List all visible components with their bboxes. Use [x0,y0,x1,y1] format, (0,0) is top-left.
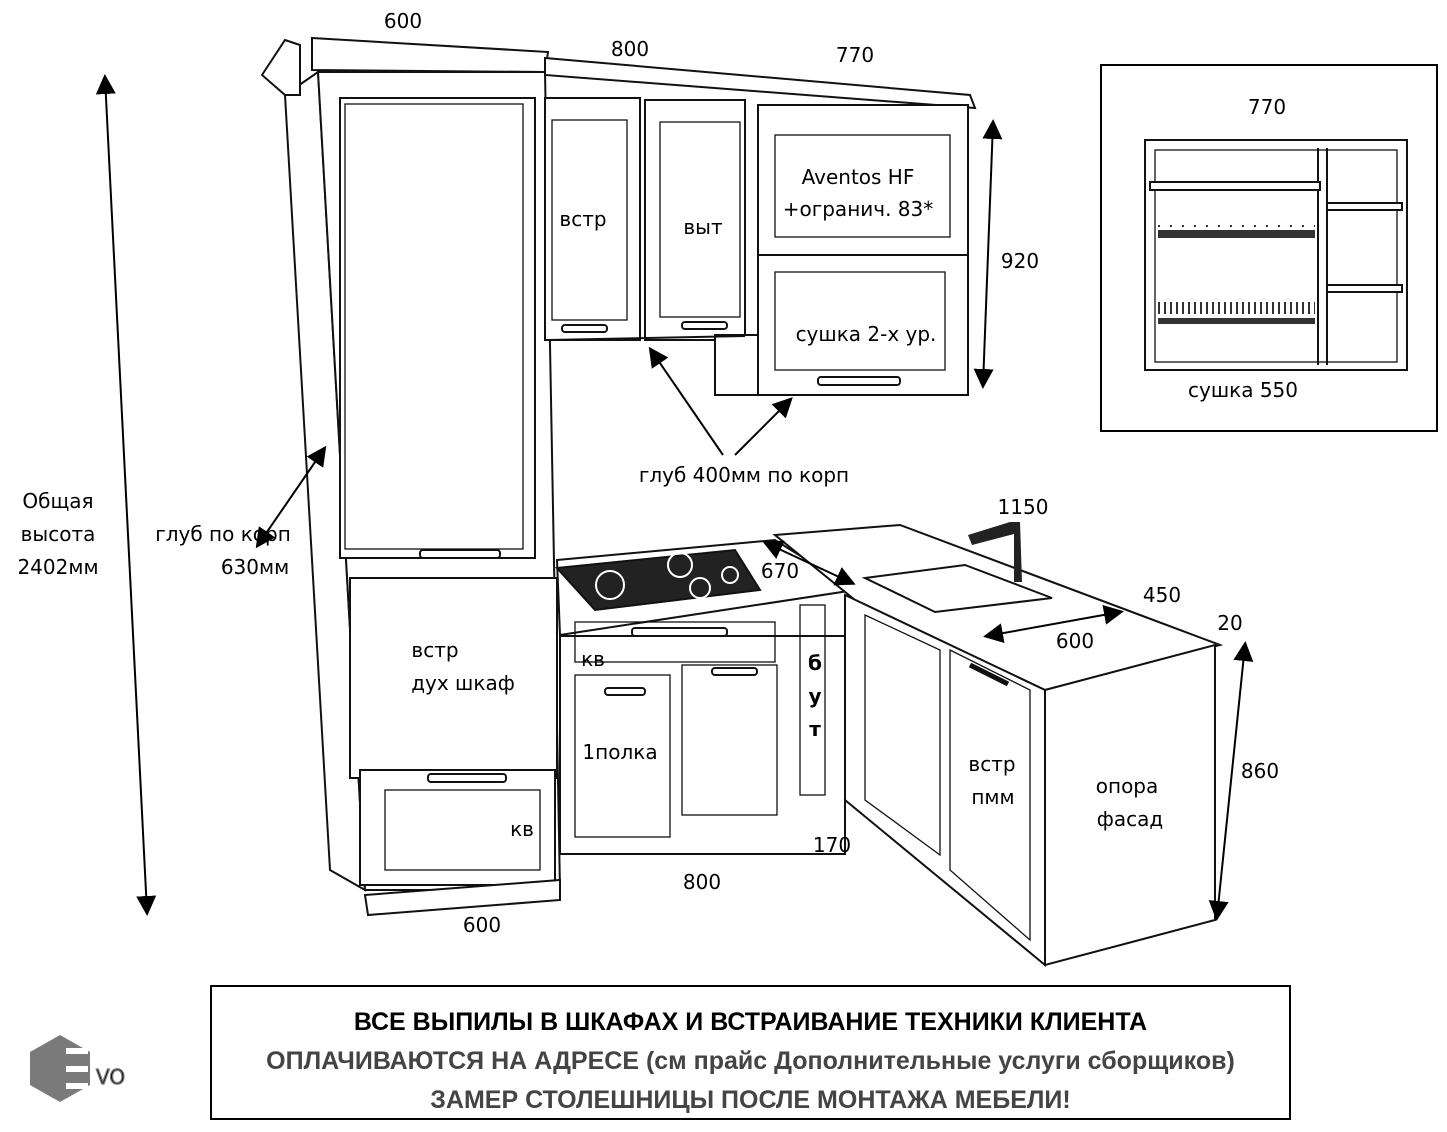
label-bottle-3: т [809,717,821,741]
handle [711,667,758,676]
dim-filler-width: 170 [813,833,851,857]
notice-line-2: ОПЛАЧИВАЮТСЯ НА АДРЕСЕ (см прайс Дополни… [266,1047,1235,1075]
inset-width: 770 [1248,95,1286,119]
dim-upper-mid-width: 800 [611,37,649,61]
dim-total-height-3: 2402мм [17,555,98,579]
handle [631,627,728,637]
label-shelf: 1полка [582,740,657,764]
upper-right-cabinet [757,104,969,396]
upper-door-mid [644,99,746,341]
drawer-top [574,621,776,663]
handle [817,376,901,386]
handle [419,549,501,559]
bottle-rack [799,604,826,796]
upper-cabinets [544,56,977,396]
dimension-arrows [95,74,1254,921]
base-door-left [574,674,671,838]
dim-countertop-depth: 670 [761,559,799,583]
label-dryer: сушка 2-х ур. [796,322,937,346]
dim-upper-right-width: 770 [836,43,874,67]
label-dishwasher-1: встр [968,752,1015,776]
handle [681,321,728,330]
inset-caption: сушка 550 [1188,378,1298,402]
notice-box: ВСЕ ВЫПИЛЫ В ШКАФАХ И ВСТРАИВАНИЕ ТЕХНИК… [210,985,1291,1120]
dishwasher-door [949,648,1031,942]
label-upper-left: встр [559,207,606,231]
label-support-1: опора [1096,774,1159,798]
dim-upper-height: 920 [1001,249,1039,273]
dim-base-mid-width: 800 [683,870,721,894]
notice-line-3: ЗАМЕР СТОЛЕШНИЦЫ ПОСЛЕ МОНТАЖА МЕБЕЛИ! [430,1086,1071,1114]
plinth [363,878,561,917]
notice-line-1: ВСЕ ВЫПИЛЫ В ШКАФАХ И ВСТРАИВАНИЕ ТЕХНИК… [353,1008,1148,1036]
tall-upper-door [339,97,536,559]
upper-door-left [544,97,641,341]
label-upper-mid: выт [683,215,723,239]
label-drawer-kv-bottom: кв [510,817,534,841]
logo-text: VO [96,1065,125,1089]
inset-frame [1100,64,1438,432]
label-bottle-1: б [808,651,822,675]
dim-right-width: 450 [1143,583,1181,607]
dim-tall-bottom-width: 600 [463,913,501,937]
dim-sink-width: 600 [1056,629,1094,653]
tall-cabinet [260,36,562,917]
handle [427,773,507,783]
label-oven-2: дух шкаф [411,671,515,695]
label-support-2: фасад [1097,807,1163,831]
handle [561,324,608,333]
tall-cornice [311,36,550,74]
label-oven-1: встр [411,638,458,662]
upper-cornice [544,56,977,110]
dim-corner-length: 1150 [998,495,1049,519]
support-panel [1044,643,1216,967]
inset-cabinet-body [1144,139,1408,371]
tall-drawer [359,769,556,886]
dim-total-height-2: высота [21,522,96,546]
dish-rack-lower [1158,302,1315,324]
label-dishwasher-2: пмм [971,785,1014,809]
faucet-icon [968,522,1022,582]
dim-tall-depth-1: глуб по корп [155,522,291,546]
cooktop [554,548,762,612]
oven-niche [349,577,558,779]
label-drawer-kv-top: кв [581,647,605,671]
base-door-right [681,664,778,816]
base-front [559,635,846,855]
inset-dryer-cabinet [1144,139,1408,371]
label-bottle-2: у [808,684,821,708]
label-aventos-2: +огранич. 83* [783,197,934,221]
sink [861,563,1053,614]
evo-logo: VO [30,1035,126,1102]
dim-tall-width: 600 [384,9,422,33]
tall-cornice-end [260,38,301,96]
dim-upper-depth: глуб 400мм по корп [639,463,849,487]
dim-total-height-1: Общая [22,489,93,513]
dim-tall-depth-2: 630мм [221,555,289,579]
dish-rack-upper [1158,225,1315,238]
handle [604,687,646,696]
label-aventos-1: Aventos HF [802,165,915,189]
dim-panel-thickness: 20 [1217,611,1242,635]
dim-base-height: 860 [1241,759,1279,783]
